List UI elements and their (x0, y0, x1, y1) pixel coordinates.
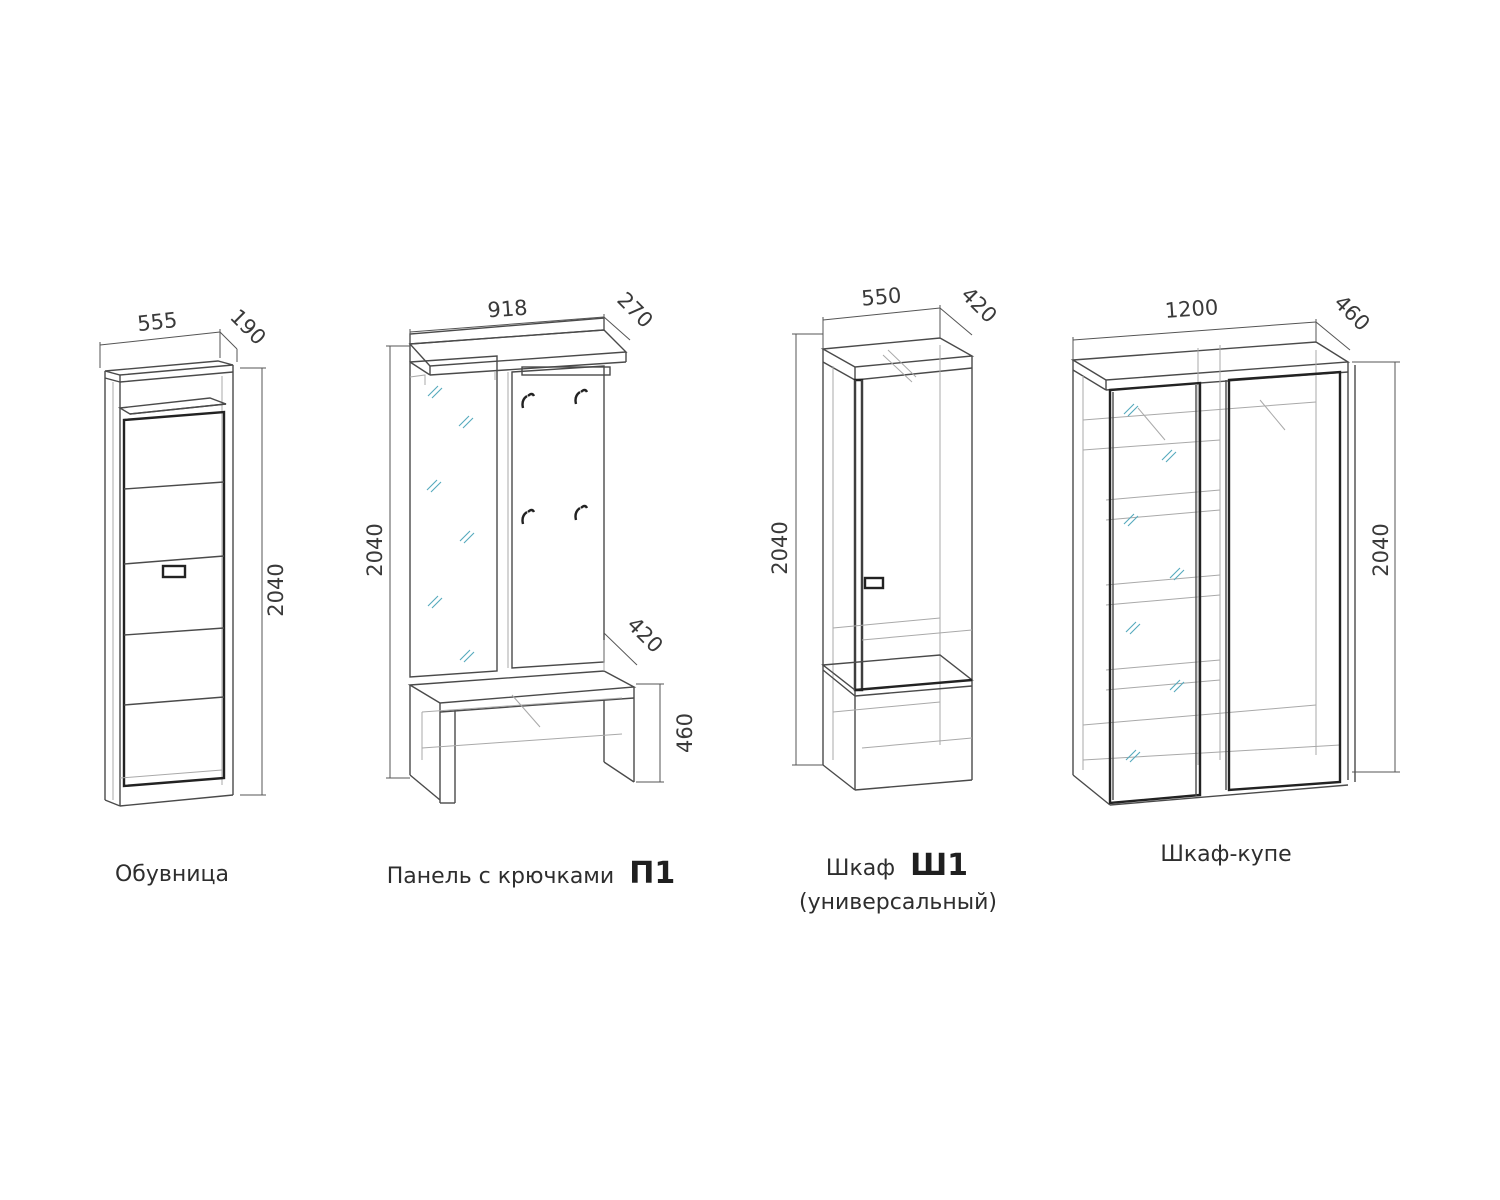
sliding-wardrobe: 1200 460 2040 Шкаф-купе (1070, 290, 1400, 867)
hook-panel-caption-text: Панель с крючками (387, 864, 615, 889)
wardrobe-depth-label: 420 (956, 282, 1001, 327)
hook-panel-code: П1 (629, 856, 675, 891)
mirror-hatch-marks (426, 385, 475, 663)
wardrobe-drawing (820, 337, 975, 791)
hook-panel-caption: Панель с крючками П1 (387, 856, 676, 891)
hook-panel-bench-height-label: 460 (673, 713, 697, 753)
wardrobe-caption: Шкаф Ш1 (826, 848, 968, 883)
wardrobe-subcaption: (универсальный) (799, 890, 997, 915)
sliding-wardrobe-height-label: 2040 (1369, 523, 1393, 576)
sliding-door-mirror-hatch-marks (1123, 403, 1185, 763)
sliding-wardrobe-caption: Шкаф-купе (1160, 842, 1291, 867)
sliding-wardrobe-drawing (1070, 341, 1356, 806)
shoe-cabinet-depth-label: 190 (225, 304, 270, 349)
hook-panel-height-label: 2040 (363, 523, 387, 576)
sliding-wardrobe-width-label: 1200 (1164, 295, 1219, 323)
hook-panel-drawing (407, 317, 637, 804)
wardrobe-code: Ш1 (910, 848, 968, 883)
hook-panel-width-label: 918 (487, 296, 529, 323)
sliding-wardrobe-depth-label: 460 (1329, 290, 1374, 335)
shoe-cabinet-height-label: 2040 (264, 563, 288, 616)
hook-panel-depth-label: 270 (612, 287, 657, 332)
hook-panel: 918 270 2040 420 460 Панель с крючками П… (363, 287, 697, 891)
sliding-wardrobe-dimensions: 1200 460 2040 (1072, 290, 1400, 773)
wardrobe-dimensions: 550 420 2040 (768, 282, 1002, 766)
wardrobe-caption-text: Шкаф (826, 856, 895, 881)
shoe-cabinet-dimensions: 555 190 2040 (99, 304, 288, 796)
wardrobe-height-label: 2040 (768, 521, 792, 574)
shoe-cabinet: 555 190 2040 Обувница (99, 304, 288, 887)
shoe-cabinet-caption: Обувница (115, 862, 229, 887)
wardrobe-width-label: 550 (860, 283, 902, 310)
wardrobe: 550 420 2040 Шкаф Ш1 (универсальный) (768, 282, 1002, 915)
hook-panel-bench-depth-label: 420 (622, 612, 667, 657)
shoe-cabinet-width-label: 555 (136, 308, 178, 336)
shoe-cabinet-drawing (104, 360, 234, 807)
